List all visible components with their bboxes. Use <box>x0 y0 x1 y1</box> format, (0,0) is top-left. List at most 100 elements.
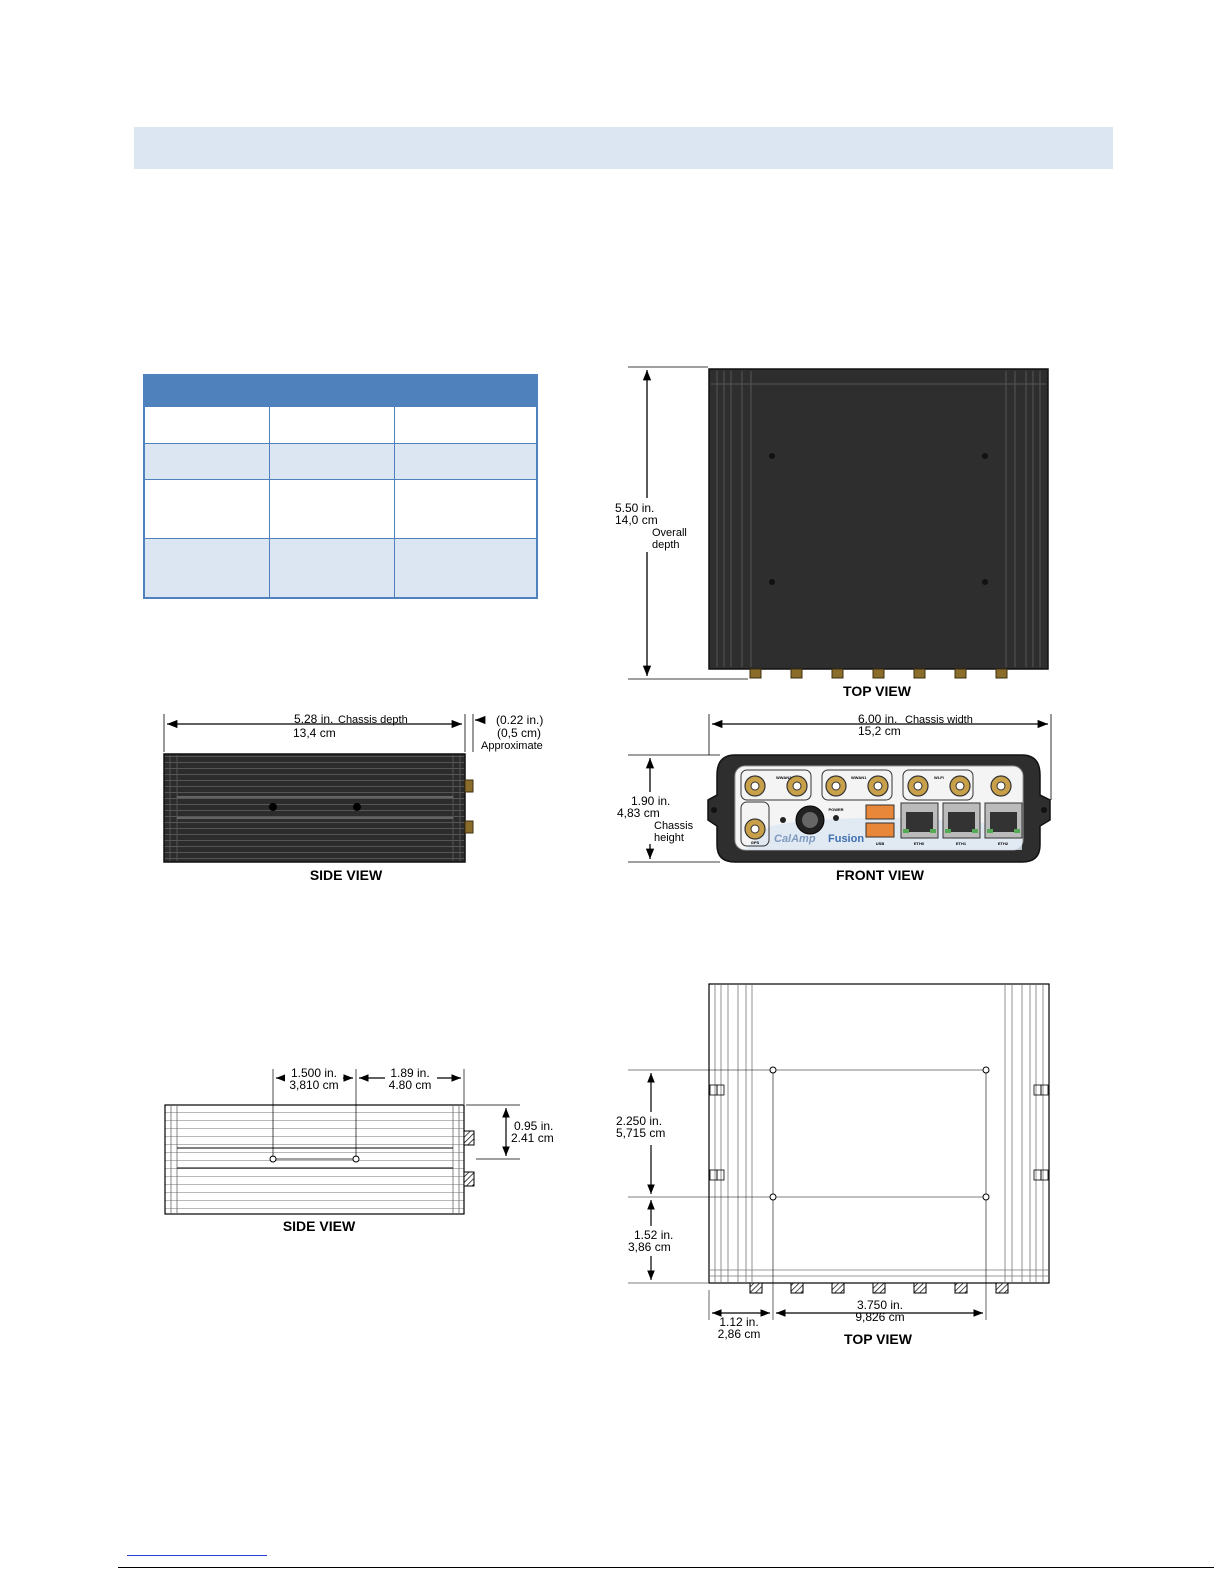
table-row <box>143 406 538 444</box>
table-cell <box>143 538 270 599</box>
port-label: ETH2 <box>998 841 1009 846</box>
antenna-connector <box>790 668 803 679</box>
table-row <box>143 538 538 599</box>
mount-hole <box>769 1066 777 1074</box>
table-cell <box>268 479 395 539</box>
dim-hole-side-cm: 2,86 cm <box>718 1327 761 1341</box>
antenna-connector <box>954 668 967 679</box>
specification-table <box>143 374 538 599</box>
antenna-connector <box>463 1130 475 1146</box>
dim-chassis-depth-in: 5.28 in. <box>294 712 333 726</box>
side-view-dark: 5.28 in. Chassis depth 13,4 cm (0.22 in.… <box>163 712 543 883</box>
antenna-connector <box>913 668 926 679</box>
wwan2-group <box>740 769 812 801</box>
antenna-connector <box>995 668 1008 679</box>
antenna-connector <box>463 1171 475 1187</box>
chassis-side <box>163 753 466 863</box>
table-cell <box>268 538 395 599</box>
antenna-connector <box>954 1282 968 1294</box>
antenna-connector <box>749 1282 763 1294</box>
dim-height-cm: 4,83 cm <box>617 806 660 820</box>
dim-height-in: 1.90 in. <box>631 794 670 808</box>
power-led <box>833 815 839 821</box>
footer-link-underline[interactable] <box>127 1555 267 1556</box>
mount-hole <box>269 803 277 811</box>
usb-port <box>865 822 895 838</box>
wifi-group <box>902 769 974 801</box>
section-header-band <box>134 127 1113 169</box>
dim-hole-spacing-cm: 3,810 cm <box>289 1078 338 1092</box>
side-view-line: 1.500 in. 3,810 cm 1.89 in. 4.80 cm 0.95… <box>164 1066 554 1234</box>
table-cell <box>268 406 395 444</box>
antenna-connector <box>749 668 762 679</box>
dim-hole-offset-in: 1.89 in. <box>390 1066 429 1080</box>
port-label: GPS <box>751 840 760 845</box>
table-cell <box>393 443 538 480</box>
table-header-cell <box>394 374 538 407</box>
dim-depth-note: Overall <box>652 527 687 539</box>
port-label: WWAN1 <box>851 775 867 780</box>
dim-hole-horiz-cm: 9,826 cm <box>855 1310 904 1324</box>
dim-width-in: 6.00 in. <box>858 712 897 726</box>
port-label: ETH1 <box>956 841 967 846</box>
dim-hole-edge-in: 1.52 in. <box>634 1228 673 1242</box>
dim-hole-height-cm: 2.41 cm <box>511 1131 554 1145</box>
dim-hole-vert-cm: 5,715 cm <box>616 1126 665 1140</box>
mount-hole <box>982 579 988 585</box>
dim-width-note: Chassis width <box>905 714 973 726</box>
antenna-connector <box>995 1282 1009 1294</box>
footer-rule <box>118 1567 1214 1568</box>
top-view-caption: TOP VIEW <box>844 1331 913 1347</box>
front-view: WWAN2 WWAN1 WI-FI GPS POWER CalAmp Fusio… <box>617 712 1052 883</box>
antenna-connector <box>831 668 844 679</box>
antenna-connector <box>872 1282 886 1294</box>
top-view-caption: TOP VIEW <box>843 683 912 699</box>
dim-chassis-depth-cm: 13,4 cm <box>293 726 336 740</box>
mount-hole <box>353 803 361 811</box>
table-header-cell <box>269 374 394 407</box>
port-label: USB <box>876 841 885 846</box>
table-cell <box>143 479 270 539</box>
antenna-connector <box>464 779 474 793</box>
mount-hole <box>769 453 775 459</box>
table-cell <box>393 479 538 539</box>
side-view-caption: SIDE VIEW <box>310 867 383 883</box>
dim-hole-height-in: 0.95 in. <box>514 1119 553 1133</box>
antenna-connector <box>790 1282 804 1294</box>
table-row <box>143 443 538 480</box>
port-label: WWAN2 <box>776 775 792 780</box>
table-cell <box>268 443 395 480</box>
dim-hole-vert-in: 2.250 in. <box>616 1114 662 1128</box>
mount-hole <box>769 1193 777 1201</box>
dim-chassis-depth-note: Chassis depth <box>338 714 408 726</box>
dim-connector-note: Approximate <box>481 740 543 752</box>
table-header-cell <box>143 374 269 407</box>
antenna-connector <box>464 820 474 834</box>
chassis-top-outline <box>708 983 1050 1284</box>
top-view-line: 2.250 in. 5,715 cm 1.52 in. 3,86 cm 1.12… <box>616 983 1050 1347</box>
side-view-caption: SIDE VIEW <box>283 1218 356 1234</box>
dim-connector-in: (0.22 in.) <box>496 713 543 727</box>
table-header-row <box>143 374 538 407</box>
mount-hole <box>982 1066 990 1074</box>
port-label: WI-FI <box>934 775 944 780</box>
table-cell <box>143 443 270 480</box>
dim-width-cm: 15,2 cm <box>858 724 901 738</box>
dim-height-note: height <box>654 832 684 844</box>
dim-depth-note: depth <box>652 539 680 551</box>
top-view-dark: 5.50 in. 14,0 cm Overall depth TOP VIEW <box>615 366 1049 699</box>
dim-height-note: Chassis <box>654 820 694 832</box>
dim-hole-edge-cm: 3,86 cm <box>628 1240 671 1254</box>
chassis-top <box>708 368 1049 670</box>
dim-connector-cm: (0,5 cm) <box>497 726 541 740</box>
antenna-connector <box>872 668 885 679</box>
dim-depth-in: 5.50 in. <box>615 501 654 515</box>
front-view-caption: FRONT VIEW <box>836 867 925 883</box>
port-label: POWER <box>828 807 843 812</box>
gps-group <box>740 801 770 847</box>
table-cell <box>393 406 538 444</box>
dim-depth-cm: 14,0 cm <box>615 513 658 527</box>
wwan1-group <box>821 769 893 801</box>
table-cell <box>393 538 538 599</box>
